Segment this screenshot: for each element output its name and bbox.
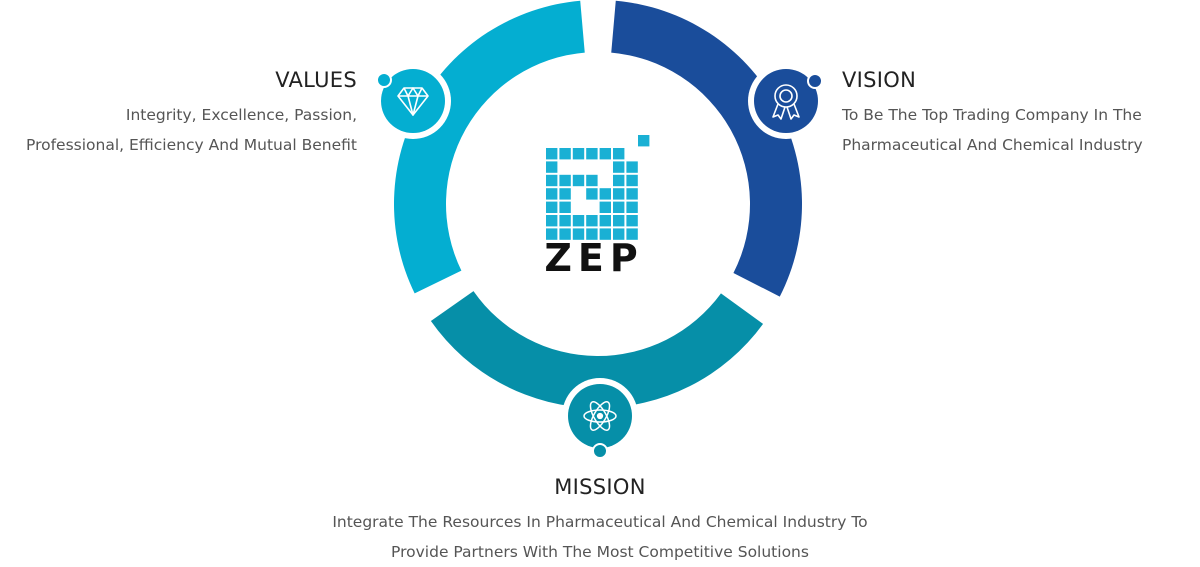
vision-title: VISION (842, 68, 917, 92)
logo-pixel (546, 148, 558, 160)
logo-pixel (626, 215, 638, 227)
logo-pixel (613, 228, 625, 240)
logo-pixel (626, 188, 638, 200)
values-arc-segment (394, 0, 585, 294)
values-line: Professional, Efficiency And Mutual Bene… (26, 136, 357, 154)
logo-pixel (586, 215, 598, 227)
logo-pixel (599, 215, 611, 227)
logo-pixel (586, 174, 598, 187)
logo-pixel (613, 148, 625, 160)
logo-pixel (599, 148, 611, 160)
logo-pixel (638, 135, 650, 147)
mission-title: MISSION (554, 475, 646, 499)
logo-pixel (546, 201, 558, 213)
logo-pixel (586, 228, 598, 240)
logo-pixel (546, 215, 558, 227)
logo-pixel (572, 148, 585, 160)
logo-pixel (626, 201, 638, 213)
logo-pixel (572, 174, 585, 187)
logo-pixel (559, 174, 571, 187)
logo-pixel (613, 174, 625, 187)
logo-pixel (546, 174, 558, 187)
vision-line: To Be The Top Trading Company In The (842, 106, 1142, 124)
logo-pixel (546, 228, 558, 240)
logo-pixel (546, 188, 558, 200)
logo-pixel (559, 215, 571, 227)
atom-icon (583, 401, 617, 431)
zep-logo (546, 135, 650, 240)
logo-pixel (559, 201, 571, 213)
logo-pixel (613, 201, 625, 213)
vision-line: Pharmaceutical And Chemical Industry (842, 136, 1143, 154)
vision-description: To Be The Top Trading Company In The Pha… (842, 100, 1143, 160)
logo-pixel (613, 161, 625, 173)
mission-badge (562, 378, 638, 459)
logo-pixel (599, 201, 611, 213)
logo-pixel (572, 215, 585, 227)
logo-pixel (613, 215, 625, 227)
logo-pixel (546, 161, 558, 173)
mission-description: Integrate The Resources In Pharmaceutica… (0, 507, 1200, 567)
mission-line: Integrate The Resources In Pharmaceutica… (332, 513, 868, 531)
logo-pixel (626, 174, 638, 187)
values-description: Integrity, Excellence, Passion, Professi… (26, 100, 357, 160)
logo-pixel (559, 228, 571, 240)
vision-arc-segment (611, 0, 802, 297)
logo-pixel (599, 188, 611, 200)
logo-pixel (613, 188, 625, 200)
logo-pixel (586, 188, 598, 200)
diamond-icon (397, 87, 429, 116)
values-badge (375, 63, 451, 139)
logo-pixel (559, 188, 571, 200)
logo-pixel (572, 228, 585, 240)
logo-pixel (599, 228, 611, 240)
values-line: Integrity, Excellence, Passion, (125, 106, 357, 124)
values-title: VALUES (275, 68, 357, 92)
logo-pixel (586, 148, 598, 160)
award-ribbon-icon (772, 84, 800, 120)
vision-badge (748, 63, 824, 139)
mission-line: Provide Partners With The Most Competiti… (391, 543, 809, 561)
logo-pixel (626, 161, 638, 173)
logo-pixel (559, 148, 571, 160)
logo-text: ZEP (544, 236, 643, 280)
logo-pixel (626, 228, 638, 240)
mission-arc-segment (430, 291, 764, 409)
